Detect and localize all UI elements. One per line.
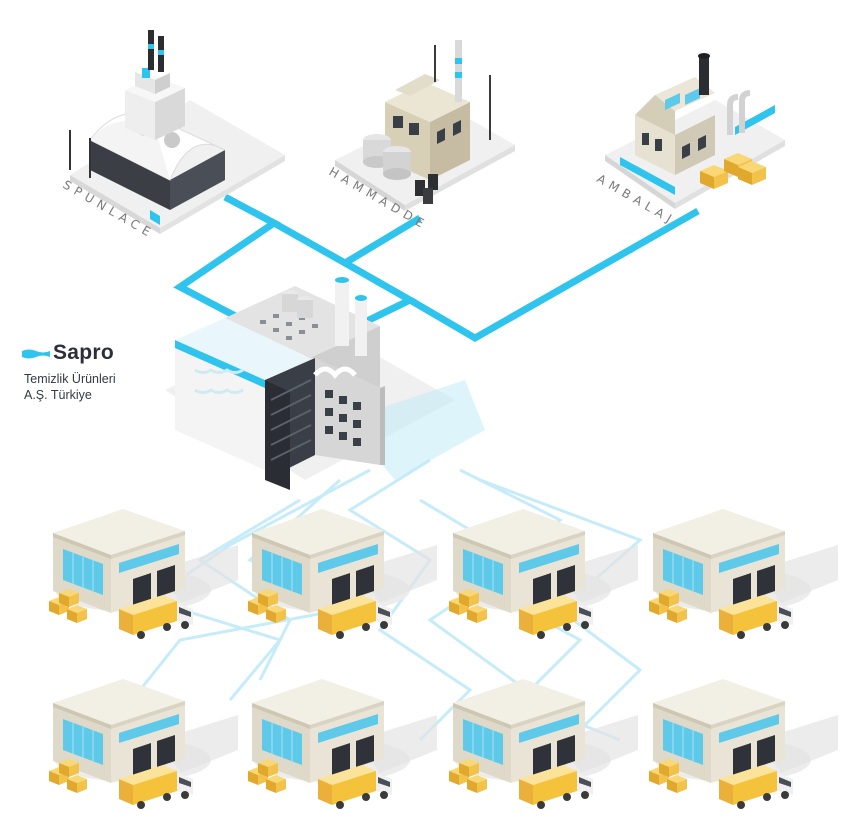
wave-logo-icon bbox=[22, 349, 50, 358]
warehouse bbox=[247, 508, 438, 640]
warehouse bbox=[48, 678, 239, 810]
warehouse bbox=[648, 508, 839, 640]
brand-logo: Sapro bbox=[22, 341, 116, 365]
hammadde-factory bbox=[335, 40, 515, 211]
brand-block: Sapro Temizlik Ürünleri A.Ş. Türkiye bbox=[22, 341, 116, 403]
warehouse-grid bbox=[48, 508, 839, 810]
central-factory bbox=[165, 277, 485, 490]
brand-subtitle-line1: Temizlik Ürünleri bbox=[24, 372, 116, 386]
spunlace-factory bbox=[69, 30, 285, 234]
warehouse bbox=[648, 678, 839, 810]
warehouse bbox=[247, 678, 438, 810]
brand-name: Sapro bbox=[53, 341, 115, 364]
brand-subtitle-line2: A.Ş. Türkiye bbox=[24, 388, 92, 402]
ambalaj-factory bbox=[605, 53, 785, 209]
